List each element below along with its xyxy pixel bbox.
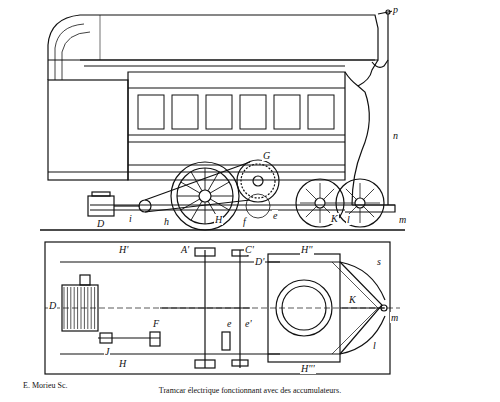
callout-letter: n — [392, 130, 399, 141]
callout-letter: l — [372, 340, 377, 351]
window — [308, 95, 334, 129]
callout-letter: m — [390, 312, 399, 323]
window — [240, 95, 266, 129]
window — [206, 95, 232, 129]
callout-letter: C' — [244, 244, 255, 255]
callout-letter: h — [163, 216, 170, 227]
callout-letter: G — [262, 150, 271, 161]
engraver-signature: E. Morieu Sc. — [22, 380, 68, 391]
callout-letter: H''' — [300, 363, 316, 374]
figure-caption: Tramcar électrique fonctionnant avec des… — [157, 386, 343, 395]
window — [172, 95, 198, 129]
callout-letter: e' — [244, 318, 253, 329]
callout-letter: F — [152, 318, 160, 329]
callout-letter: m — [398, 214, 407, 225]
callout-letter: i — [128, 213, 133, 224]
window — [138, 95, 164, 129]
callout-letter: D — [96, 218, 105, 229]
callout-letter: D' — [254, 256, 265, 267]
callout-letter: K — [330, 213, 339, 224]
side-view — [40, 10, 405, 230]
callout-letter: f — [242, 216, 247, 227]
callout-letter: e — [272, 210, 278, 221]
callout-letter: e — [226, 318, 232, 329]
callout-letter: H'' — [300, 244, 314, 255]
callout-letter: A' — [180, 244, 190, 255]
callout-letter: H — [214, 214, 223, 225]
callout-letter: s — [376, 256, 382, 267]
callout-letter: K — [348, 294, 357, 305]
callout-letter: J — [104, 346, 110, 357]
callout-letter: l — [346, 214, 351, 225]
callout-letter: H — [118, 358, 127, 369]
plan-view — [45, 242, 400, 374]
window — [274, 95, 300, 129]
callout-letter: H' — [118, 244, 129, 255]
callout-letter: p — [392, 4, 399, 15]
callout-letter: D — [48, 300, 57, 311]
